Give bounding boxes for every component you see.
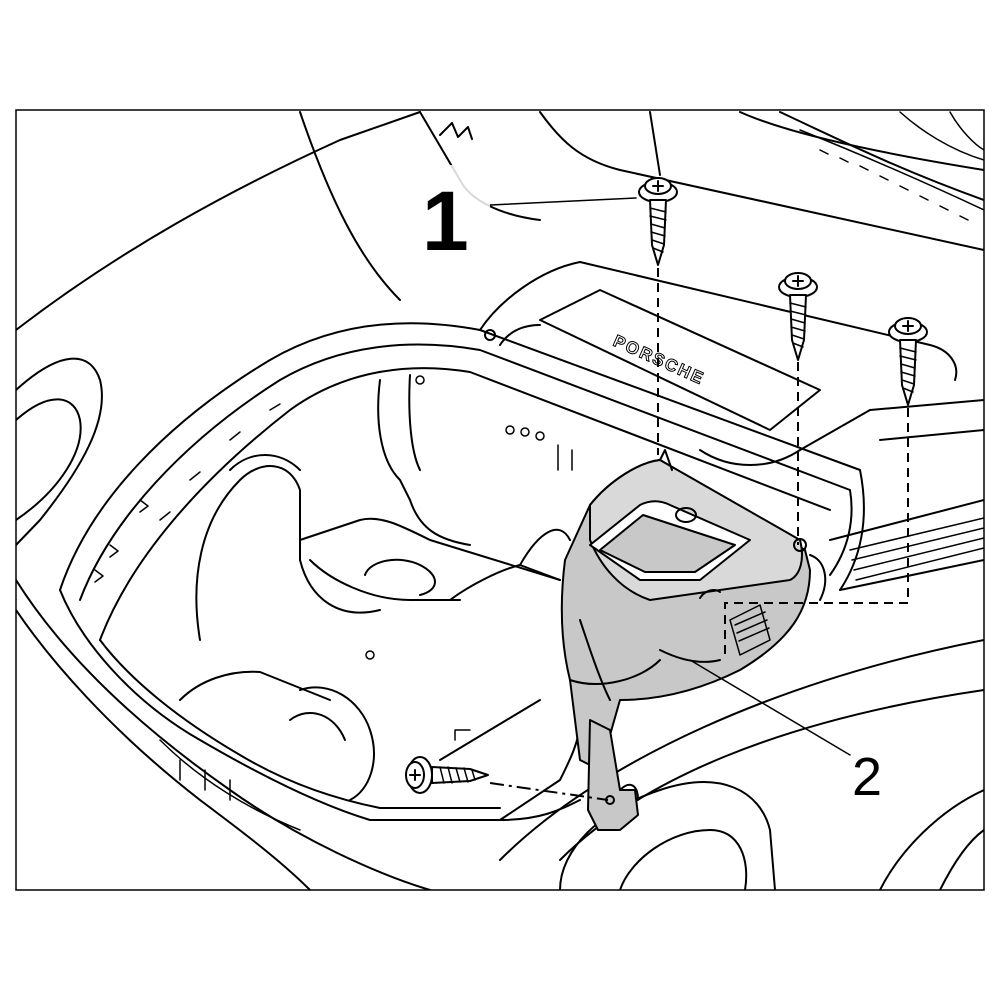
screw-top-1 — [638, 177, 678, 266]
assembly-lines — [489, 268, 909, 801]
callout-label-2: 2 — [852, 747, 882, 807]
callout-label-1: 1 — [422, 174, 469, 268]
drawing-border — [15, 109, 985, 891]
compartment-interior — [159, 374, 581, 831]
screw-top-3 — [888, 317, 928, 406]
screws-item-1 — [405, 177, 928, 794]
side-vent-panel — [829, 399, 984, 591]
car-body — [16, 111, 984, 890]
cover-part-2 — [560, 449, 827, 831]
luggage-compartment-rim — [59, 322, 865, 821]
screw-top-2 — [778, 272, 818, 361]
screw-side — [405, 756, 489, 794]
leader-lines — [489, 197, 851, 756]
